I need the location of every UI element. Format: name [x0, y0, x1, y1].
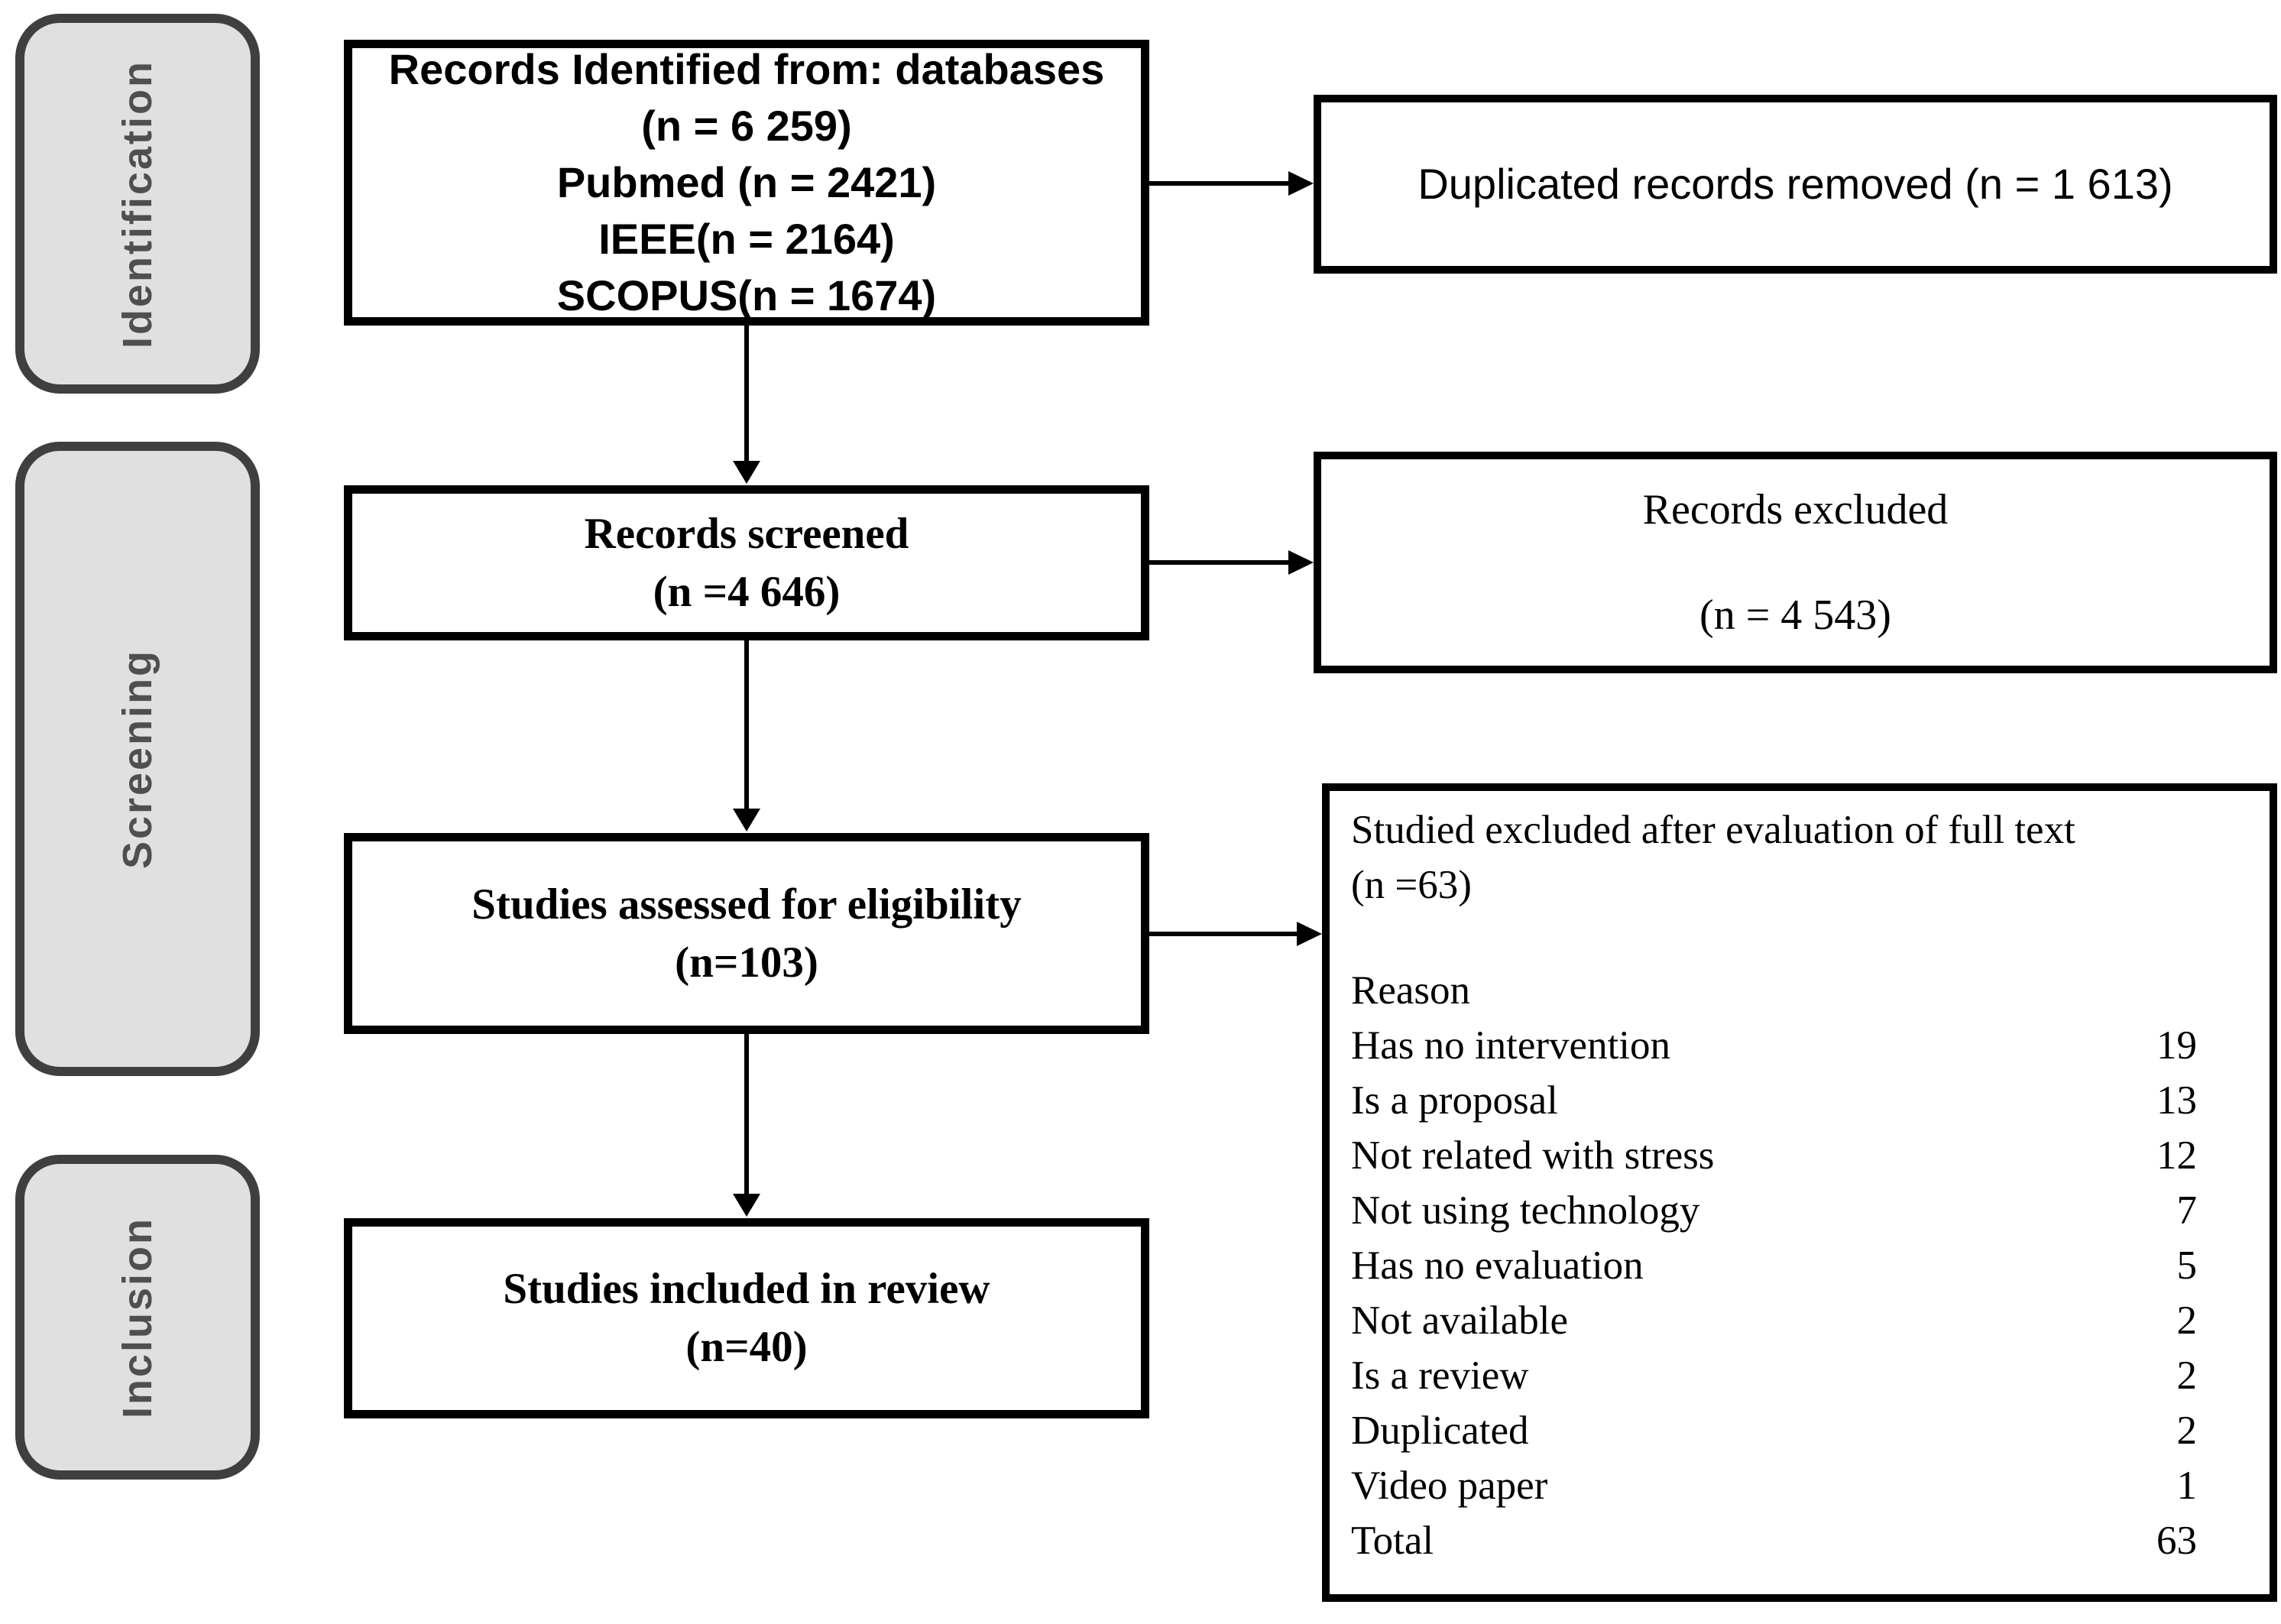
reason-row: Is a proposal 13 — [1351, 1073, 2197, 1128]
text-line: Records screened — [584, 509, 909, 558]
box-records-excluded: Records excluded (n = 4 543) — [1314, 452, 2277, 673]
stage-identification-label: Identification — [115, 59, 160, 348]
reason-label: Duplicated — [1351, 1408, 1529, 1453]
reason-row: Not available 2 — [1351, 1293, 2197, 1348]
reason-count: 5 — [2176, 1243, 2198, 1288]
box-studies-included: Studies included in review (n=40) — [344, 1218, 1149, 1418]
stage-screening: Screening — [15, 442, 260, 1076]
arrowhead-down-icon — [733, 1194, 760, 1217]
reason-label: Is a review — [1351, 1353, 1529, 1398]
text-line: Pubmed (n = 2421) — [556, 158, 937, 206]
text-line: (n=40) — [685, 1323, 808, 1371]
reason-row: Not related with stress 12 — [1351, 1128, 2197, 1183]
reason-count: 12 — [2156, 1133, 2197, 1178]
reason-label: Has no intervention — [1351, 1023, 1671, 1068]
text-line: (n =4 646) — [653, 567, 841, 616]
reason-row: Has no intervention 19 — [1351, 1018, 2197, 1073]
reason-count: 13 — [2156, 1078, 2197, 1123]
reason-count: 7 — [2176, 1188, 2198, 1233]
arrowhead-right-icon — [1288, 550, 1314, 575]
reason-count: 1 — [2176, 1464, 2198, 1508]
arrow-line — [1149, 560, 1288, 565]
reason-row: Duplicated 2 — [1351, 1403, 2197, 1458]
reason-count: 2 — [2176, 1353, 2198, 1398]
reason-row: Is a review 2 — [1351, 1348, 2197, 1403]
reason-label: Has no evaluation — [1351, 1243, 1644, 1288]
reason-label: Total — [1351, 1519, 1434, 1563]
reason-label: Video paper — [1351, 1464, 1548, 1508]
fulltext-excluded-count: (n =63) — [1351, 863, 1472, 907]
arrow-line — [1149, 932, 1297, 936]
text-line: Studies assessed for eligibility — [471, 880, 1022, 929]
duplicates-removed-text: Duplicated records removed (n = 1 613) — [1418, 160, 2173, 208]
arrowhead-down-icon — [733, 809, 760, 831]
text-line: IEEE(n = 2164) — [598, 215, 895, 263]
reason-row: Video paper 1 — [1351, 1458, 2197, 1513]
text-line: SCOPUS(n = 1674) — [556, 271, 937, 319]
arrowhead-right-icon — [1288, 171, 1314, 196]
arrow-line — [1149, 181, 1288, 186]
stage-inclusion-label: Inclusion — [115, 1216, 160, 1418]
box-studies-assessed: Studies assessed for eligibility (n=103) — [344, 833, 1149, 1034]
box-fulltext-excluded: Studied excluded after evaluation of ful… — [1322, 783, 2277, 1602]
arrow-line — [744, 326, 749, 462]
reason-label: Not using technology — [1351, 1188, 1700, 1233]
arrowhead-right-icon — [1297, 922, 1322, 946]
reason-count: 63 — [2156, 1519, 2197, 1563]
reason-label: Not available — [1351, 1298, 1569, 1343]
stage-identification: Identification — [15, 14, 260, 394]
reason-row: Has no evaluation 5 — [1351, 1238, 2197, 1293]
reason-count: 2 — [2176, 1408, 2198, 1453]
box-records-identified: Records Identified from: databases (n = 6… — [344, 40, 1149, 326]
records-excluded-count: (n = 4 543) — [1699, 592, 1891, 639]
box-records-screened: Records screened (n =4 646) — [344, 485, 1149, 640]
arrow-line — [744, 1034, 749, 1195]
reason-row: Not using technology 7 — [1351, 1183, 2197, 1238]
text-line: Studies included in review — [503, 1265, 990, 1313]
reason-count: 2 — [2176, 1298, 2198, 1343]
box-duplicates-removed: Duplicated records removed (n = 1 613) — [1314, 95, 2277, 274]
arrow-line — [744, 640, 749, 810]
text-line: (n=103) — [675, 938, 818, 987]
reason-label: Not related with stress — [1351, 1133, 1715, 1178]
reason-header: Reason — [1351, 968, 1471, 1013]
text-line: (n = 6 259) — [641, 102, 852, 150]
stage-inclusion: Inclusion — [15, 1155, 260, 1480]
reason-label: Is a proposal — [1351, 1078, 1558, 1123]
stage-screening-label: Screening — [115, 648, 160, 870]
reason-count: 19 — [2156, 1023, 2197, 1068]
fulltext-excluded-title: Studied excluded after evaluation of ful… — [1351, 808, 2075, 852]
records-excluded-text: Records excluded — [1642, 486, 1949, 533]
text-line: Records Identified from: databases — [388, 45, 1105, 93]
arrowhead-down-icon — [733, 461, 760, 484]
reason-row: Total 63 — [1351, 1513, 2197, 1568]
